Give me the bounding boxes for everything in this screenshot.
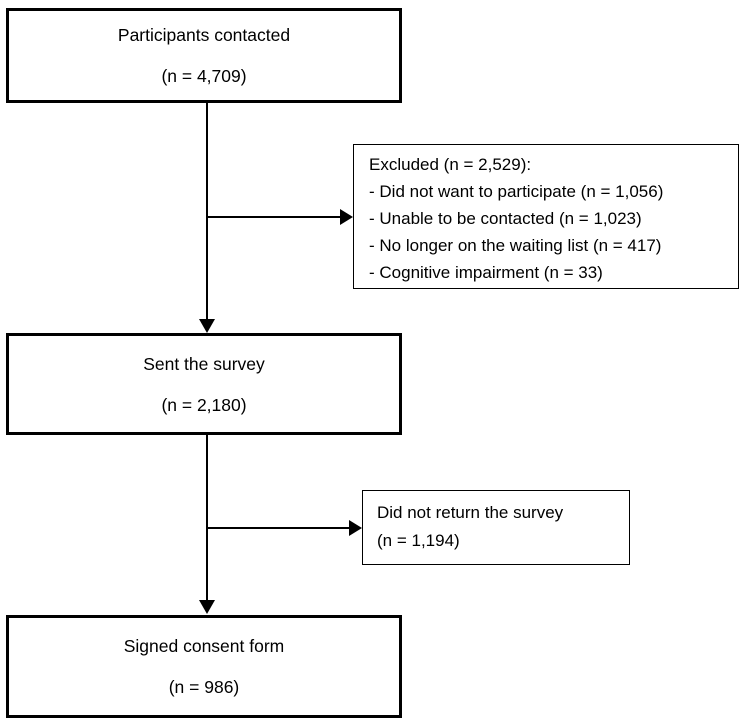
flow-box-sent-survey: Sent the survey (n = 2,180) xyxy=(6,333,402,435)
arrow-branch-to-not-returned xyxy=(207,520,362,536)
excluded-item: - Unable to be contacted (n = 1,023) xyxy=(369,209,642,228)
box-count: (n = 2,180) xyxy=(161,394,247,415)
flow-box-signed-consent: Signed consent form (n = 986) xyxy=(6,615,402,718)
box-label: Participants contacted xyxy=(117,25,291,45)
arrow-branch-to-excluded xyxy=(207,209,353,225)
excluded-item: - Cognitive impairment (n = 33) xyxy=(369,263,603,282)
box-label: Did not return the survey xyxy=(377,503,564,522)
box-count: (n = 4,709) xyxy=(161,66,247,86)
arrow-sent-to-consent xyxy=(199,435,215,614)
box-label: Sent the survey xyxy=(143,353,265,374)
excluded-title: Excluded (n = 2,529): xyxy=(369,155,532,174)
box-label: Signed consent form xyxy=(123,636,285,656)
flow-box-not-returned: Did not return the survey (n = 1,194) xyxy=(362,490,630,565)
arrow-contacted-to-sent xyxy=(199,103,215,333)
excluded-item: - No longer on the waiting list (n = 417… xyxy=(369,236,662,255)
flow-box-participants-contacted: Participants contacted (n = 4,709) xyxy=(6,8,402,103)
box-count: (n = 986) xyxy=(168,677,240,697)
flow-box-excluded: Excluded (n = 2,529): - Did not want to … xyxy=(353,144,739,289)
excluded-item: - Did not want to participate (n = 1,056… xyxy=(369,182,664,201)
box-count: (n = 1,194) xyxy=(377,531,460,550)
